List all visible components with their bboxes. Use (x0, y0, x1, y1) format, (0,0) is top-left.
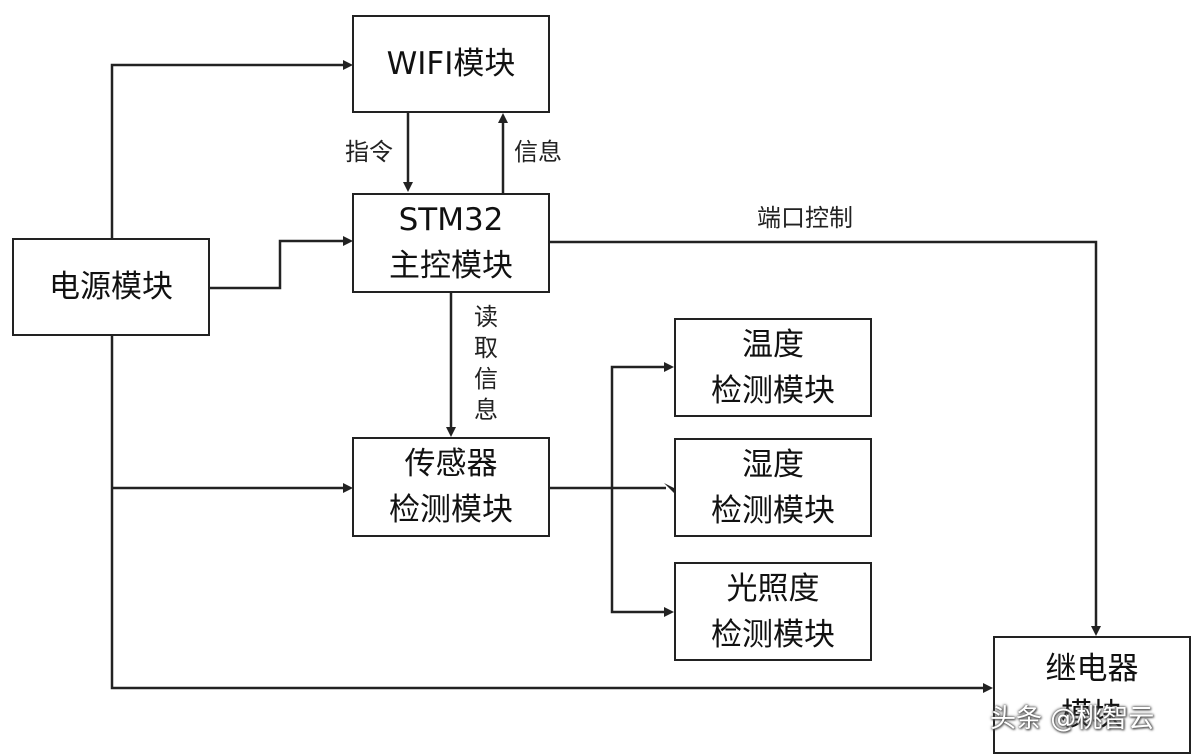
arrowhead-info (498, 113, 508, 123)
port-control-label: 端口控制 (757, 204, 853, 232)
relay-module-line1: 继电器 (1045, 651, 1139, 687)
wifi-module-box: WIFI模块 (352, 15, 550, 113)
read-info-char-3: 信 (474, 365, 498, 393)
arrowhead-command (403, 182, 413, 192)
stm32-module-box: STM32 主控模块 (352, 193, 550, 293)
temperature-module-line1: 温度 (742, 326, 804, 363)
read-info-char-4: 息 (474, 396, 498, 424)
sensor-module-line1: 传感器 (404, 446, 498, 482)
wifi-module-label: WIFI模块 (386, 46, 516, 82)
power-module-box: 电源模块 (12, 238, 210, 336)
arrowhead-stm32-in (343, 236, 353, 246)
sensor-module-box: 传感器 检测模块 (352, 437, 550, 537)
light-module-box: 光照度 检测模块 (674, 562, 872, 661)
arrowhead-wifi-in (343, 60, 353, 70)
humidity-module-box: 湿度 检测模块 (674, 438, 872, 537)
temperature-module-line2: 检测模块 (711, 372, 835, 409)
command-label: 指令 (345, 138, 393, 166)
arrowhead-light-in (664, 607, 674, 617)
watermark: 头条 @桃智云 (990, 704, 1155, 734)
arrowhead-sensor-in (343, 483, 353, 493)
humidity-module-line1: 湿度 (742, 446, 804, 483)
light-module-line1: 光照度 (726, 570, 820, 607)
arrowhead-read-info (446, 427, 456, 437)
relay-module-line2: 模块 (1061, 697, 1123, 733)
info-label: 信息 (514, 138, 562, 166)
connector-power-to-sensor (110, 336, 983, 690)
connector-sensor-bus (610, 365, 666, 614)
sensor-module-line2: 检测模块 (389, 492, 513, 528)
arrowhead-relay-control-in (1091, 626, 1101, 636)
connector-power-to-stm32 (210, 239, 345, 290)
connector-port-control (550, 240, 1098, 628)
relay-module-box: 继电器 模块 (993, 636, 1191, 754)
stm32-title: STM32 (398, 202, 504, 238)
humidity-module-line2: 检测模块 (711, 492, 835, 529)
read-info-char-2: 取 (474, 334, 498, 362)
stm32-subtitle: 主控模块 (389, 248, 513, 284)
light-module-line2: 检测模块 (711, 616, 835, 653)
arrowhead-temperature-in (664, 362, 674, 372)
read-info-char-1: 读 (474, 303, 498, 331)
arrowhead-relay-power-in (983, 683, 993, 693)
power-module-label: 电源模块 (49, 269, 173, 305)
read-info-label: 读 取 信 息 (471, 302, 501, 426)
arrowhead-humidity-in (664, 483, 674, 493)
connector-power-to-wifi (110, 63, 345, 238)
temperature-module-box: 温度 检测模块 (674, 318, 872, 417)
